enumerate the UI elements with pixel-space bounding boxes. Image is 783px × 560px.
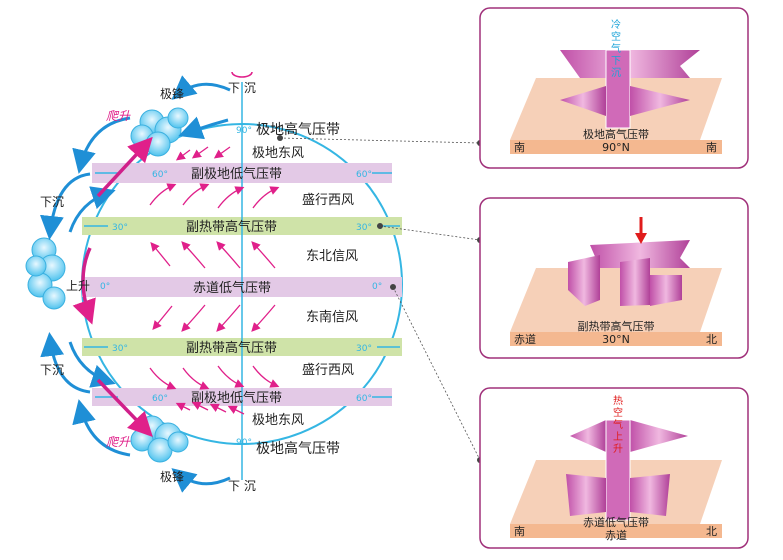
panel3-vchar-1: 空 <box>613 406 623 419</box>
panel1-vchar-4: 沉 <box>611 66 621 79</box>
polar-high-north-label: 极地高气压带 <box>256 121 340 138</box>
panel-polar-high: 冷 空 气 下 沉 极地高气压带 南 90°N 南 <box>479 7 749 169</box>
cloud-icon-equator <box>25 237 66 310</box>
polar-descent-arrow-north <box>171 75 231 100</box>
panel1-vchar-2: 气 <box>611 42 621 55</box>
panel3-vchar-3: 上 <box>613 431 623 443</box>
wind-arrows <box>149 146 280 415</box>
panel3-vchar-0: 热 <box>613 394 623 407</box>
sink-label-top: 下 沉 <box>228 81 256 95</box>
rise-label-equator: 上升 <box>66 279 90 293</box>
lat-90-north: 90° <box>236 126 252 136</box>
rotation-icon <box>231 71 253 78</box>
panel3-left-label: 南 <box>514 525 525 538</box>
lat-30-north-left: 30° <box>112 223 128 233</box>
subpolar-low-south-label: 副极地低气压带 <box>191 390 282 406</box>
sink-label-left-north: 下沉 <box>40 195 64 209</box>
subpolar-low-north-label: 副极地低气压带 <box>191 166 282 182</box>
lat-60-south-right: 60° <box>356 394 372 404</box>
panel2-right-label: 北 <box>706 333 717 346</box>
panel1-left-label: 南 <box>514 141 525 154</box>
polar-front-label-south: 极锋 <box>160 470 184 484</box>
panel1-center-label: 90°N <box>602 141 630 154</box>
panel3-vchar-2: 气 <box>613 418 623 431</box>
panel2-left-label: 赤道 <box>514 332 536 346</box>
lat-60-north-right: 60° <box>356 170 372 180</box>
uplift-arrow-south <box>96 378 153 438</box>
uplift-arrow-north <box>96 136 153 198</box>
panel2-descent-arrow-icon <box>635 233 647 244</box>
polar-easterlies-south-label: 极地东风 <box>252 413 304 428</box>
left-circulation: 极锋 爬升 下 沉 下沉 上升 下沉 爬升 极锋 下 沉 <box>25 75 256 493</box>
ne-trades-label: 东北信风 <box>306 249 358 264</box>
panel1-vchar-0: 冷 <box>611 18 621 31</box>
lat-30-south-right: 30° <box>356 344 372 354</box>
se-trades-label: 东南信风 <box>306 309 358 325</box>
climb-label-north: 爬升 <box>106 109 131 123</box>
polar-high-south-label: 极地高气压带 <box>256 440 340 457</box>
polar-front-label-north: 极锋 <box>160 87 184 101</box>
equatorial-low-label: 赤道低气压带 <box>193 280 271 296</box>
lat-30-south-left: 30° <box>112 344 128 354</box>
lat-60-north-left: 60° <box>152 170 168 180</box>
lat-0-left: 0° <box>100 282 110 292</box>
panel3-belt-label: 赤道低气压带 <box>583 515 649 529</box>
connector-lines <box>279 137 481 461</box>
panel1-vchar-3: 下 <box>611 56 621 67</box>
panel-subtropical-high: 副热带高气压带 赤道 30°N 北 <box>479 197 749 359</box>
subtropical-high-south-label: 副热带高气压带 <box>186 340 277 356</box>
panel1-vchar-1: 空 <box>611 30 621 43</box>
panel3-right-label: 北 <box>706 525 717 538</box>
globe: 90° 60° 60° 30° 30° 0° 0° 30° 30° 60° 60… <box>81 71 403 480</box>
climb-label-south: 爬升 <box>106 435 131 449</box>
panel2-belt-label: 副热带高气压带 <box>578 319 655 333</box>
sink-label-left-south: 下沉 <box>40 363 64 377</box>
panel-equatorial-low: 热 空 气 上 升 赤道低气压带 南 赤道 北 <box>479 387 749 549</box>
westerlies-south-label: 盛行西风 <box>302 363 354 378</box>
lat-60-south-left: 60° <box>152 394 168 404</box>
panel3-vchar-4: 升 <box>613 443 623 455</box>
subtropical-high-north-label: 副热带高气压带 <box>186 219 277 235</box>
lat-0-right: 0° <box>372 282 382 292</box>
panel1-right-label: 南 <box>706 141 717 154</box>
lat-90-south: 90° <box>236 438 252 448</box>
sink-label-bottom: 下 沉 <box>228 479 256 493</box>
panel2-center-label: 30°N <box>602 333 630 346</box>
polar-easterlies-north-label: 极地东风 <box>252 146 304 161</box>
lat-30-north-right: 30° <box>356 223 372 233</box>
panel1-belt-label: 极地高气压带 <box>583 127 649 141</box>
westerlies-north-label: 盛行西风 <box>302 193 354 208</box>
panel3-center-label: 赤道 <box>605 528 627 542</box>
